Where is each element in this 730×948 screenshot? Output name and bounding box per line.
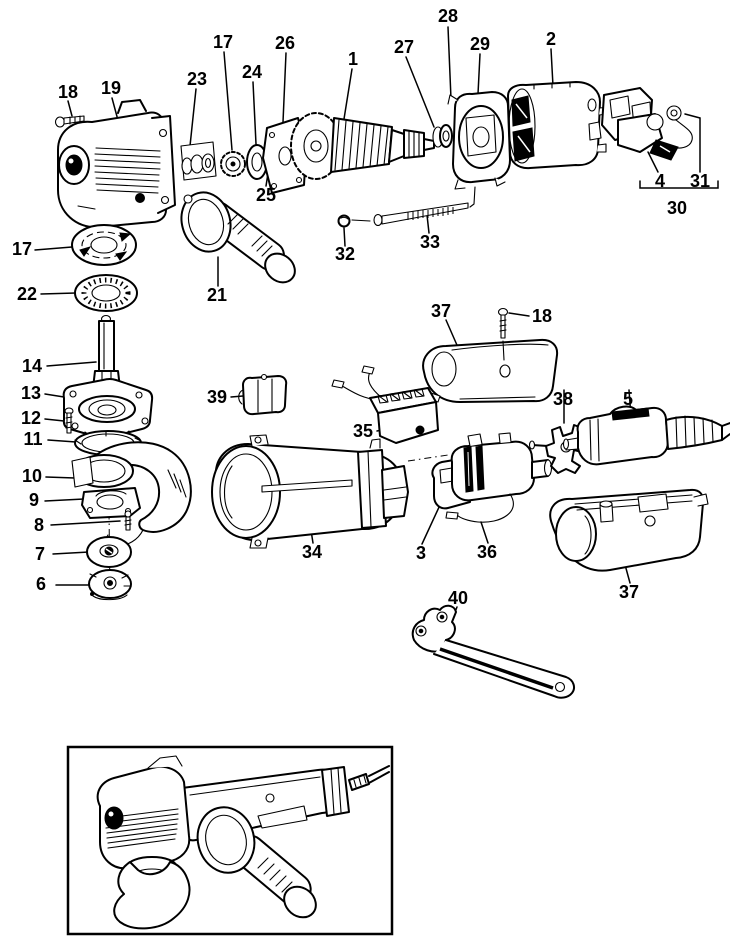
motor-housing-34 [211,434,409,549]
brush-cap-39 [238,373,288,416]
carbon-brush-4 [649,139,679,161]
brush-holder-assembly [587,87,693,161]
clamp-flange-9 [81,487,141,519]
part-label-34: 34 [301,542,323,562]
bearing-flange-13 [62,378,154,439]
part-label-17-b: 17 [11,239,33,259]
part-label-37-b: 37 [618,582,640,602]
part-label-26: 26 [274,33,296,53]
part-label-10: 10 [21,466,43,486]
part-label-4: 4 [654,171,666,191]
part-label-21: 21 [206,285,228,305]
part-label-18-a: 18 [57,82,79,102]
part-label-33: 33 [419,232,441,252]
part-label-38: 38 [552,389,574,409]
screw-18-mid [497,307,509,361]
part-label-3: 3 [415,543,427,563]
tie-rod-screw-33 [373,202,469,227]
nut-32 [337,214,371,228]
bearing-27 [432,124,453,148]
part-label-24: 24 [241,62,263,82]
screw-12 [64,407,74,434]
assembled-grinder-illustration [96,755,390,930]
part-label-6: 6 [35,574,47,594]
part-label-7: 7 [34,544,46,564]
screw-8 [124,510,132,531]
part-label-32: 32 [334,244,356,264]
bottom-cover-37 [549,488,709,572]
pinion-gear-17 [220,151,246,177]
terminal-block-35 [331,365,441,444]
part-label-40: 40 [447,588,469,608]
part-label-19: 19 [100,78,122,98]
part-label-27: 27 [393,37,415,57]
part-label-18-b: 18 [531,306,553,326]
switch-assembly-3 [431,432,553,523]
wheel-guard-10 [71,441,192,547]
gear-housing-19 [57,99,176,229]
cord-set-5 [562,405,730,466]
screw-18-top-icon [54,115,85,128]
armature-1 [290,112,435,180]
part-label-31: 31 [689,171,711,191]
assembled-view-inset [66,745,394,936]
bearing-24 [246,144,268,180]
part-label-35: 35 [352,421,374,441]
switch-cable-36 [445,493,514,523]
fan-baffle-29 [447,91,511,190]
part-label-12: 12 [20,408,42,428]
clamp-nut-6 [88,569,132,601]
part-label-28: 28 [437,6,459,26]
group-30-bracket [639,180,719,189]
field-stator-2 [507,81,609,170]
part-label-37-a: 37 [430,301,452,321]
part-label-23: 23 [186,69,208,89]
part-label-2: 2 [545,29,557,49]
part-label-1: 1 [347,49,359,69]
clamp-washer-17 [71,224,137,266]
part-label-5: 5 [622,389,634,409]
part-label-22: 22 [16,284,38,304]
part-label-17-a: 17 [212,32,234,52]
part-label-39: 39 [206,387,228,407]
part-label-11: 11 [23,429,43,449]
part-label-30: 30 [666,198,688,218]
bearing-set-23 [180,141,217,181]
part-label-25: 25 [255,185,277,205]
brush-spring-31 [666,105,693,149]
backing-washer-7 [86,536,132,568]
pin-wrench-40 [411,604,575,699]
part-label-9: 9 [28,490,40,510]
part-label-14: 14 [21,356,43,376]
part-label-29: 29 [469,34,491,54]
felt-washer-22 [74,274,138,312]
part-label-8: 8 [33,515,45,535]
side-handle-21 [180,191,296,284]
part-label-36: 36 [476,542,498,562]
top-cover-37 [422,338,559,403]
part-label-13: 13 [20,383,42,403]
